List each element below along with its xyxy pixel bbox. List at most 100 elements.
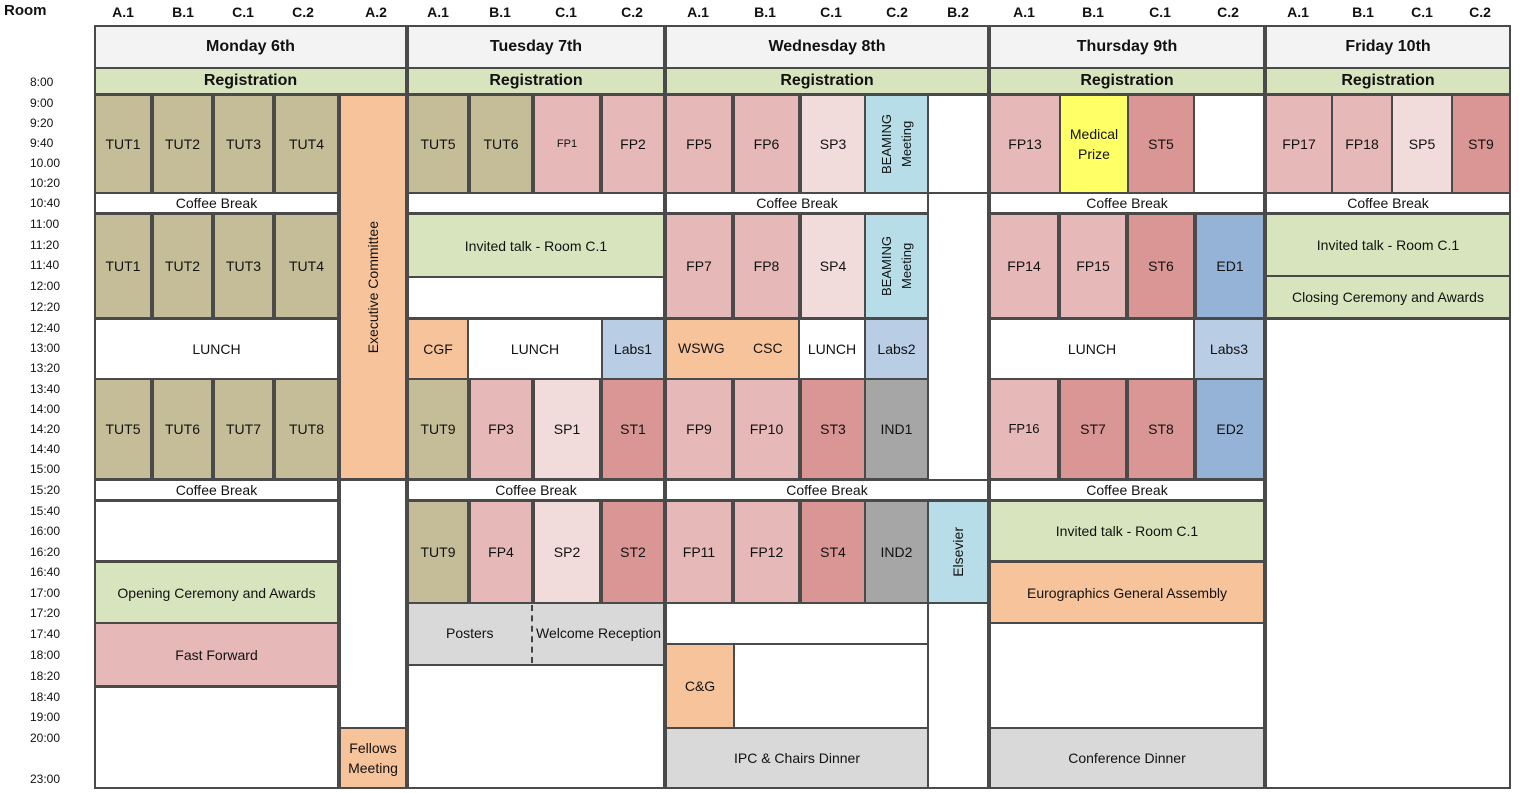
room-header: C.2	[621, 4, 643, 20]
session-block: ST1	[601, 378, 665, 480]
empty-slot	[927, 192, 989, 500]
registration-bar: Registration	[665, 67, 989, 95]
time-label: 12:00	[30, 279, 61, 293]
room-header: B.2	[947, 4, 969, 20]
medical-prize: Medical Prize	[1059, 94, 1129, 194]
labs-block: Labs3	[1193, 318, 1265, 380]
tutorial-block: TUT6	[152, 378, 213, 480]
room-header: C.2	[292, 4, 314, 20]
room-header: A.1	[1013, 4, 1035, 20]
registration-bar: Registration	[1265, 67, 1511, 95]
session-block: FP13	[989, 94, 1061, 194]
time-label: 14:40	[30, 442, 61, 456]
empty-slot	[1193, 94, 1265, 194]
time-label: 10:20	[30, 176, 61, 190]
labs-block: Labs2	[864, 318, 929, 380]
time-label: 9:40	[30, 136, 54, 150]
session-block: FP7	[665, 213, 733, 319]
session-block: FP5	[665, 94, 733, 194]
session-block: FP2	[601, 94, 665, 194]
session-block: ST5	[1127, 94, 1195, 194]
empty-slot	[407, 276, 665, 319]
session-block: FP6	[733, 94, 800, 194]
room-header: C.1	[232, 4, 254, 20]
elsevier-meeting: Elsevier	[927, 500, 989, 604]
fellows-meeting: Fellows Meeting	[339, 727, 407, 789]
empty-slot	[989, 622, 1265, 729]
time-label: 10.00	[30, 156, 61, 170]
room-header: C.1	[555, 4, 577, 20]
tutorial-block: TUT7	[213, 378, 274, 480]
session-block: TUT6	[469, 94, 533, 194]
session-block: FP11	[665, 500, 733, 604]
empty-slot	[339, 479, 407, 729]
coffee-break: Coffee Break	[665, 479, 989, 501]
tutorial-block: TUT2	[152, 94, 213, 194]
fast-forward: Fast Forward	[94, 622, 339, 687]
lunch-block: LUNCH	[989, 318, 1195, 380]
room-header: C.1	[1411, 4, 1433, 20]
room-header: B.1	[754, 4, 776, 20]
day-header: Friday 10th	[1265, 25, 1511, 69]
closing-ceremony: Closing Ceremony and Awards	[1265, 275, 1511, 319]
session-block: ST6	[1127, 213, 1195, 319]
time-label: 13:40	[30, 382, 61, 396]
session-block: SP1	[533, 378, 601, 480]
wswg-label: WSWG	[678, 340, 725, 356]
time-label: 11:00	[30, 217, 60, 231]
session-block: ST9	[1451, 94, 1511, 194]
session-block: ED2	[1195, 378, 1265, 480]
cg-block: C&G	[665, 643, 735, 729]
time-label: 15:20	[30, 483, 61, 497]
time-label: 16:20	[30, 545, 61, 559]
day-header: Monday 6th	[94, 25, 407, 69]
time-label: 10:40	[30, 196, 61, 210]
session-block: SP2	[533, 500, 601, 604]
session-label: Executive Committee	[365, 220, 381, 354]
room-header: A.1	[1287, 4, 1309, 20]
coffee-break: Coffee Break	[989, 479, 1265, 501]
room-header: B.1	[1352, 4, 1374, 20]
empty-slot	[94, 686, 339, 789]
time-label: 11:20	[30, 238, 60, 252]
session-block: FP8	[733, 213, 800, 319]
time-label: 11:40	[30, 258, 60, 272]
time-label: 20:00	[30, 731, 61, 745]
room-header: B.1	[172, 4, 194, 20]
time-label: 13:20	[30, 361, 61, 375]
tutorial-block: TUT3	[213, 213, 274, 319]
csc-label: CSC	[753, 340, 783, 356]
lunch-block: LUNCH	[798, 318, 866, 380]
session-block: FP14	[989, 213, 1059, 319]
time-label: 16:40	[30, 565, 61, 579]
empty-slot	[927, 602, 989, 789]
room-header: B.1	[1082, 4, 1104, 20]
tutorial-block: TUT1	[94, 213, 152, 319]
coffee-break: Coffee Break	[989, 192, 1265, 214]
session-block: ED1	[1195, 213, 1265, 319]
empty-slot	[407, 664, 665, 789]
session-block: FP1	[533, 94, 601, 194]
room-header: C.2	[886, 4, 908, 20]
tutorial-block: TUT3	[213, 94, 274, 194]
room-header: C.2	[1469, 4, 1491, 20]
time-label: 15:00	[30, 462, 61, 476]
empty-slot	[927, 94, 989, 194]
cgf-block: CGF	[407, 318, 469, 380]
session-block: IND1	[864, 378, 929, 480]
session-block: ST3	[800, 378, 866, 480]
invited-talk: Invited talk - Room C.1	[1265, 213, 1511, 277]
tutorial-block: TUT2	[152, 213, 213, 319]
coffee-break: Coffee Break	[94, 192, 339, 214]
time-label: 13:00	[30, 341, 61, 355]
registration-bar: Registration	[94, 67, 407, 95]
invited-talk: Invited talk - Room C.1	[407, 213, 665, 278]
empty-slot	[733, 643, 929, 729]
tutorial-block: TUT4	[274, 94, 339, 194]
session-block: ST2	[601, 500, 665, 604]
time-label: 9:20	[30, 116, 54, 130]
day-header: Thursday 9th	[989, 25, 1265, 69]
empty-slot	[1265, 318, 1511, 789]
time-label: 12:40	[30, 321, 61, 335]
session-block: TUT9	[407, 500, 469, 604]
